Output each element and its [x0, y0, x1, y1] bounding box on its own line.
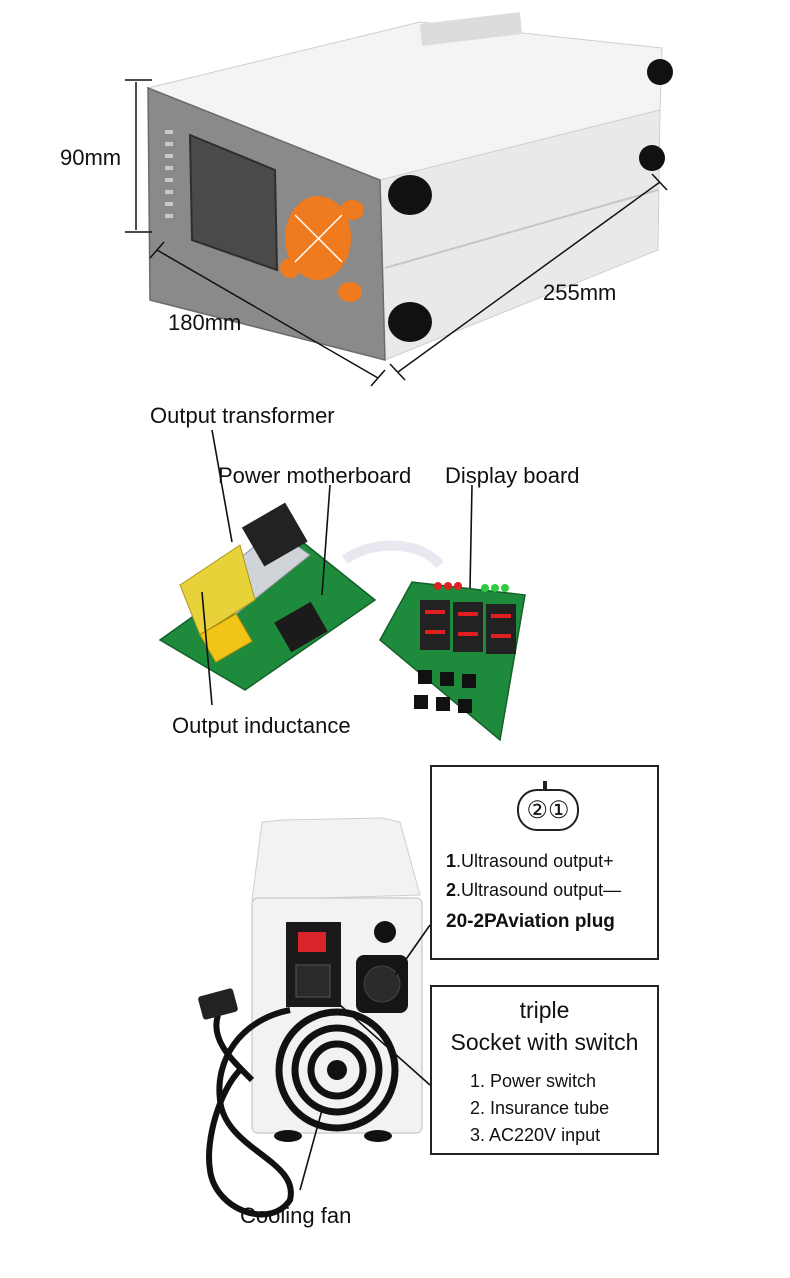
- display-board-label: Display board: [445, 463, 580, 488]
- pin-item-2-number: 2: [446, 880, 457, 900]
- socket-item-3: 3. AC220V input: [470, 1125, 601, 1145]
- circuit-boards-illustration: [158, 429, 526, 742]
- cooling-fan-label: Cooling fan: [240, 1203, 352, 1228]
- rear-panel-illustration: [198, 817, 431, 1218]
- pin-item-1: 1.Ultrasound output+: [446, 851, 614, 872]
- pin-1-symbol: ①: [548, 796, 570, 824]
- pin-item-2: 2.Ultrasound output—: [446, 880, 621, 901]
- pin-key-mark: [543, 781, 547, 791]
- pin-item-1-number: 1: [446, 851, 457, 871]
- pin-2-symbol: ②: [526, 796, 548, 824]
- power-motherboard-label: Power motherboard: [218, 463, 412, 488]
- aviation-plug-title: 20-2PAviation plug: [446, 911, 615, 932]
- socket-item-1: 1. Power switch: [470, 1071, 597, 1091]
- pin-item-1-text: .Ultrasound output+: [456, 851, 614, 871]
- power-switch: [298, 932, 326, 952]
- display-screen: [188, 133, 279, 272]
- depth-dimension-label: 255mm: [543, 280, 617, 305]
- socket-callout: triple Socket with switch 1. Power switc…: [430, 985, 659, 1155]
- output-transformer-label: Output transformer: [150, 403, 335, 428]
- height-dimension-label: 90mm: [60, 145, 122, 170]
- socket-title-line1: triple: [519, 997, 570, 1023]
- socket-item-2: 2. Insurance tube: [470, 1098, 610, 1118]
- device-illustration: [125, 12, 673, 387]
- power-plug: [198, 988, 238, 1020]
- socket-title-line2: Socket with switch: [450, 1029, 639, 1055]
- cooling-fan-grille: [275, 1008, 399, 1132]
- output-inductance-label: Output inductance: [172, 713, 351, 738]
- width-dimension-label: 180mm: [168, 310, 242, 335]
- pin-item-2-text: .Ultrasound output—: [456, 880, 622, 900]
